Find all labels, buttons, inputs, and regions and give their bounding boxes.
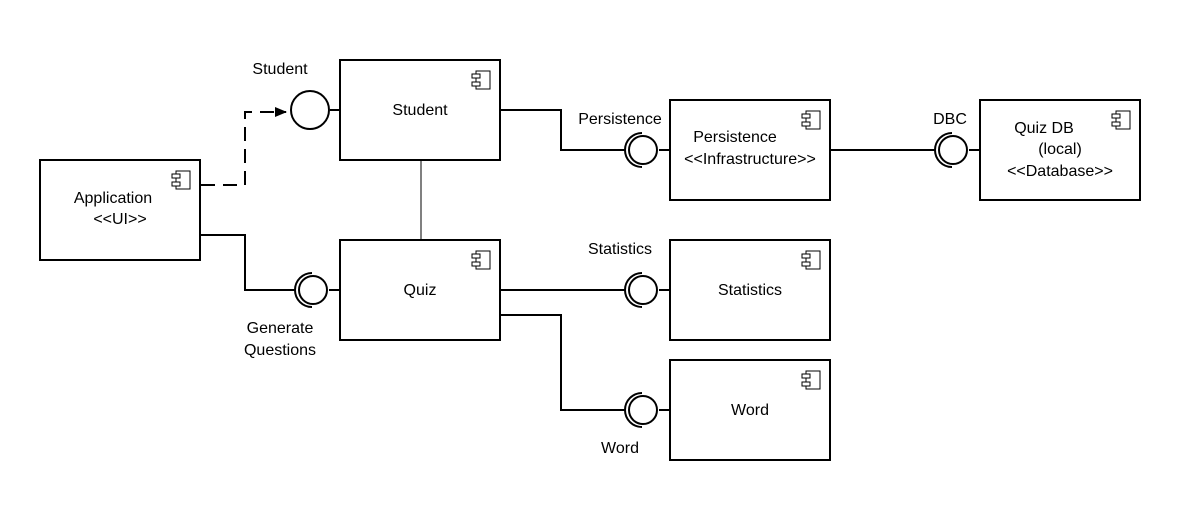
interface-word[interactable]: Word	[601, 392, 658, 457]
persistence-interface-ball	[628, 135, 658, 165]
student-interface-label: Student	[252, 61, 308, 78]
persistence-socket	[624, 132, 643, 168]
interface-statistics[interactable]: Statistics	[588, 241, 658, 308]
generate-questions-interface-ball	[298, 275, 328, 305]
quiz-db-stereotype: <<Database>>	[1007, 163, 1113, 180]
generate-questions-label-line2: Questions	[244, 342, 316, 359]
connector-application-generate-questions[interactable]	[201, 234, 295, 291]
interface-persistence[interactable]: Persistence	[578, 111, 662, 168]
statistics-interface-ball	[628, 275, 658, 305]
interfaces: Student Persistence DBC Generate Questio…	[244, 61, 968, 457]
word-socket	[624, 392, 643, 428]
word-interface-label: Word	[601, 440, 639, 457]
connectors	[201, 107, 980, 411]
word-name: Word	[731, 402, 769, 419]
application-name: Application	[74, 190, 152, 207]
component-persistence[interactable]: Persistence <<Infrastructure>>	[669, 99, 831, 201]
application-stereotype: <<UI>>	[93, 211, 146, 228]
interface-dbc[interactable]: DBC	[933, 111, 968, 168]
connector-quiz-word[interactable]	[500, 314, 625, 411]
generate-questions-socket	[294, 272, 313, 308]
statistics-socket	[624, 272, 643, 308]
dbc-interface-label: DBC	[933, 111, 967, 128]
statistics-name: Statistics	[718, 282, 782, 299]
word-interface-ball	[628, 395, 658, 425]
generate-questions-label-line1: Generate	[247, 320, 314, 337]
component-quiz-db[interactable]: Quiz DB (local) <<Database>>	[979, 99, 1141, 201]
dbc-socket	[934, 132, 953, 168]
quiz-db-qualifier: (local)	[1038, 141, 1082, 158]
component-application[interactable]: Application <<UI>>	[39, 159, 201, 261]
quiz-db-name: Quiz DB	[1014, 120, 1074, 137]
student-name: Student	[392, 102, 448, 119]
component-quiz[interactable]: Quiz	[339, 239, 501, 341]
interface-student[interactable]: Student	[252, 61, 330, 130]
persistence-interface-label: Persistence	[578, 111, 662, 128]
student-interface-ball	[290, 90, 330, 130]
dependency-application-to-student[interactable]	[201, 107, 287, 186]
persistence-name: Persistence	[693, 129, 777, 146]
component-word[interactable]: Word	[669, 359, 831, 461]
persistence-stereotype: <<Infrastructure>>	[684, 151, 816, 168]
statistics-interface-label: Statistics	[588, 241, 652, 258]
interface-generate-questions[interactable]: Generate Questions	[244, 272, 328, 359]
connector-student-persistence[interactable]	[500, 109, 625, 151]
component-statistics[interactable]: Statistics	[669, 239, 831, 341]
quiz-name: Quiz	[404, 282, 437, 299]
dbc-interface-ball	[938, 135, 968, 165]
component-student[interactable]: Student	[339, 59, 501, 161]
components: Application <<UI>> Student Persistence <…	[39, 59, 1141, 461]
